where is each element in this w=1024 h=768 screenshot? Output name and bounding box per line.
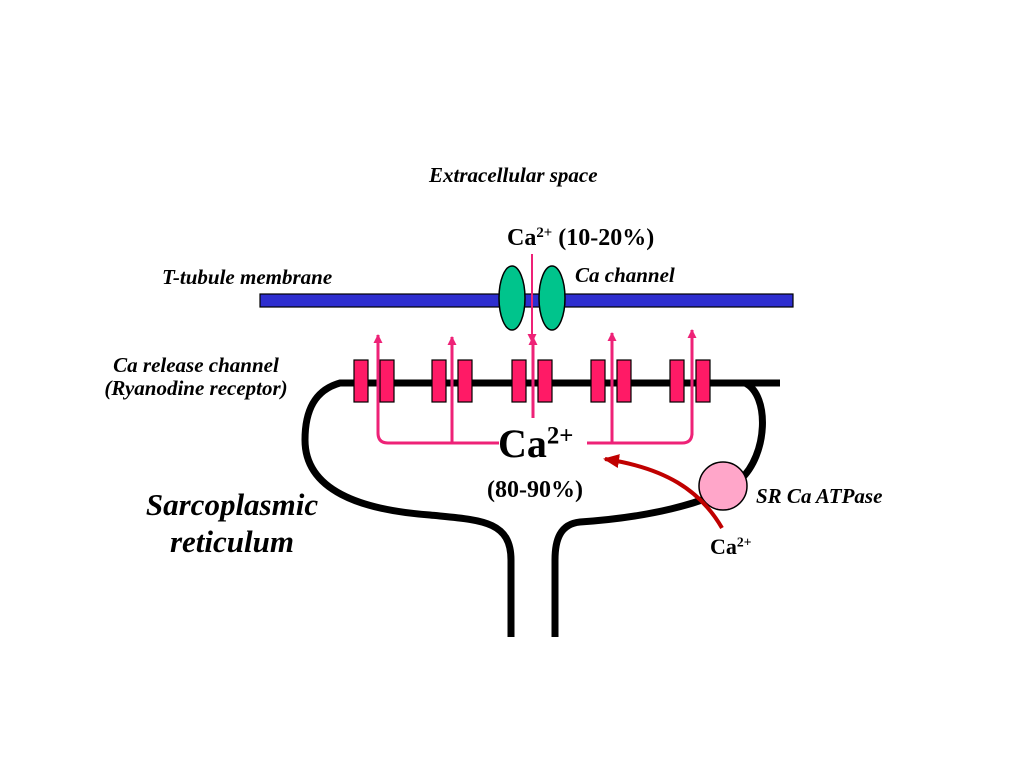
ca-release-ion-symbol: Ca bbox=[498, 421, 547, 466]
ryr-3-left bbox=[511, 359, 527, 403]
ryr-label-line-2: (Ryanodine receptor) bbox=[104, 376, 288, 401]
ca-ion-symbol: Ca bbox=[507, 225, 537, 251]
ryr-1-right bbox=[379, 359, 395, 403]
serca-label: SR Ca ATPase bbox=[756, 484, 883, 508]
sr-label-line-1: Sarcoplasmic bbox=[145, 487, 319, 522]
ca-release-label: Ca2+ bbox=[498, 421, 574, 466]
ryr-5-right bbox=[695, 359, 711, 403]
ca-reuptake-arrow bbox=[603, 454, 724, 530]
sarcoplasmic-reticulum-label: Sarcoplasmic reticulum bbox=[132, 486, 332, 560]
serca-pump bbox=[698, 461, 748, 511]
ca-influx-label: Ca2+ (10-20%) bbox=[507, 224, 655, 251]
ca-channel-label: Ca channel bbox=[575, 263, 675, 287]
ryr-4-right bbox=[616, 359, 632, 403]
t-tubule-membrane bbox=[259, 293, 794, 308]
ryr-5-left bbox=[669, 359, 685, 403]
ca-channel-left-half bbox=[498, 265, 526, 331]
ca-charge: 2+ bbox=[536, 224, 553, 241]
ryr-2-right bbox=[457, 359, 473, 403]
ryr-label-line-1: Ca release channel bbox=[113, 353, 279, 377]
ca-release-charge: 2+ bbox=[546, 422, 574, 450]
ca-influx-percent: (10-20%) bbox=[552, 225, 655, 251]
ryr-4-left bbox=[590, 359, 606, 403]
release-flux-bracket bbox=[376, 340, 499, 445]
sr-membrane-left bbox=[301, 379, 780, 637]
sr-membrane-right bbox=[551, 379, 766, 637]
ca-release-percent: (80-90%) bbox=[487, 477, 583, 503]
ca-channel-right-half bbox=[538, 265, 566, 331]
extracellular-space-label: Extracellular space bbox=[429, 163, 598, 187]
ca-cytosolic-ion-symbol: Ca bbox=[710, 534, 737, 559]
t-tubule-membrane-label: T-tubule membrane bbox=[162, 265, 333, 289]
sr-label-line-2: reticulum bbox=[169, 524, 294, 560]
ca-cytosolic-charge: 2+ bbox=[736, 534, 752, 550]
ryanodine-receptor-label: Ca release channel (Ryanodine receptor) bbox=[80, 353, 312, 401]
ryr-2-left bbox=[431, 359, 447, 403]
ryr-1-left bbox=[353, 359, 369, 403]
ryanodine-receptors bbox=[353, 359, 711, 403]
ca-release-arrows bbox=[373, 329, 697, 445]
ca-cytosolic-label: Ca2+ bbox=[710, 534, 752, 559]
ryr-3-right bbox=[537, 359, 553, 403]
